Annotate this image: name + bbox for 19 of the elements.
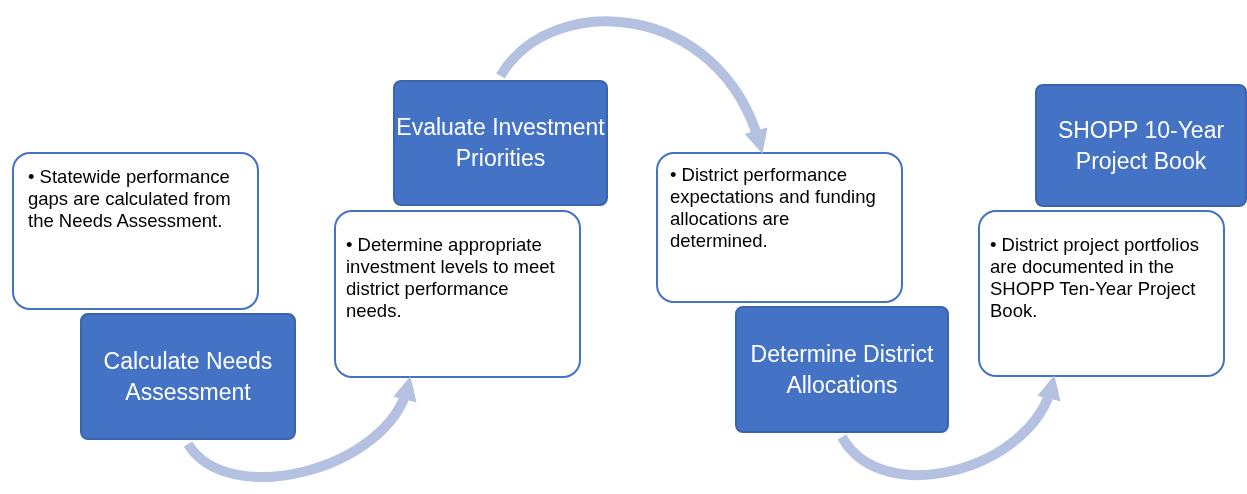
step-description: • Determine appropriate investment levels to meet district performance needs. [346, 234, 556, 322]
step-title: Determine District Allocations [749, 339, 935, 400]
curved-arrow [184, 376, 415, 482]
step-card [334, 210, 581, 378]
step-title: Calculate Needs Assessment [102, 346, 274, 407]
step-description: • District performance expectations and funding allocations are determined. [670, 164, 877, 252]
step-heading-box [1035, 84, 1247, 207]
step-description: • Statewide performance gaps are calculated from the Needs Assessment. [28, 166, 232, 232]
step-heading-box [735, 306, 949, 433]
step-card [656, 152, 903, 303]
step-card [12, 152, 259, 310]
step-title: Evaluate Investment Priorities [395, 113, 606, 173]
curved-arrow [496, 16, 766, 154]
step-description: • District project portfolios are documented in the SHOPP Ten-Year Project Book. [990, 234, 1200, 322]
step-heading-box [80, 313, 296, 440]
step-heading-box [393, 80, 608, 206]
step-title: SHOPP 10-Year Project Book [1056, 115, 1226, 176]
step-card [978, 210, 1225, 377]
curved-arrow [838, 375, 1059, 480]
